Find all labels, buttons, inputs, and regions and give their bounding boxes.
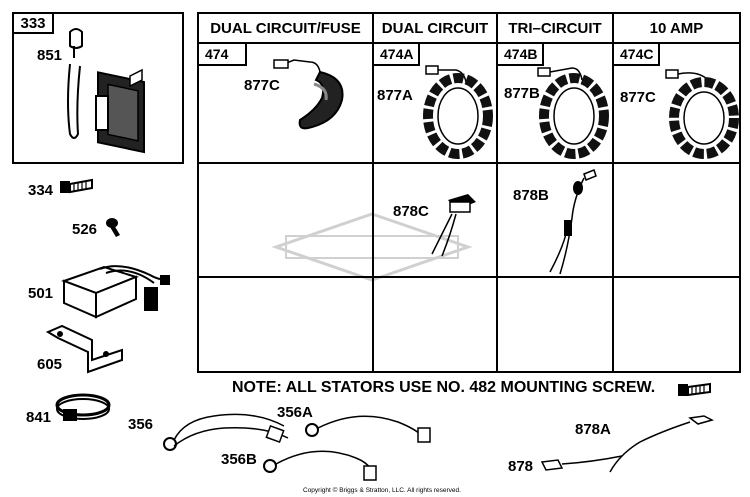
part-526-label: 526 (72, 221, 98, 238)
stator-877b-drawing (537, 67, 609, 159)
harness-878c-label: 878C (393, 203, 429, 220)
stator-877b-label: 877B (504, 85, 540, 102)
column-header-tri-circuit: TRI–CIRCUIT (508, 19, 602, 37)
wire-878-label: 878 (508, 458, 534, 475)
wire-878a-label: 878A (575, 421, 611, 438)
code-474: 474 (197, 42, 247, 66)
table-divider-1 (372, 12, 374, 373)
part-605-label: 605 (37, 356, 63, 373)
cable-356b-drawing (263, 450, 377, 481)
part-851-label: 851 (37, 47, 63, 64)
column-header-dual-circuit-fuse: DUAL CIRCUIT/FUSE (210, 19, 361, 37)
clamp-841-drawing (55, 393, 111, 421)
wire-878-drawing (540, 455, 623, 471)
kit-333-box (12, 12, 184, 164)
table-divider-2 (496, 12, 498, 373)
harness-878b-drawing (549, 169, 597, 275)
cable-356b-label: 356B (221, 451, 257, 468)
table-row-line-1 (197, 162, 741, 164)
copyright-notice: Copyright © Briggs & Stratton, LLC. All … (303, 487, 461, 494)
screw-482-drawing (678, 382, 711, 397)
screw-334-drawing (60, 178, 93, 194)
stator-table (197, 12, 741, 373)
part-841-label: 841 (26, 409, 52, 426)
table-row-line-2 (197, 276, 741, 278)
briggs-stratton-watermark-logo (271, 212, 473, 282)
stator-877c-drawing-2 (665, 69, 739, 159)
cable-356a-drawing (305, 415, 431, 443)
cable-356a-label: 356A (277, 404, 313, 421)
cable-356-drawing (163, 413, 289, 451)
note-mounting-screw: NOTE: ALL STATORS USE NO. 482 MOUNTING S… (232, 379, 656, 396)
table-row-line-header (197, 42, 741, 44)
stator-877a-drawing (423, 65, 493, 159)
screw-526-drawing (106, 218, 120, 237)
code-474b: 474B (496, 42, 544, 66)
stator-877c-drawing-1 (273, 59, 344, 130)
code-474a: 474A (372, 42, 420, 66)
bracket-605-drawing (45, 324, 123, 374)
stator-877c-label-2: 877C (620, 89, 656, 106)
part-334-label: 334 (28, 182, 54, 199)
kit-333-tag: 333 (12, 12, 54, 34)
wire-878a-drawing (609, 415, 715, 473)
part-501-label: 501 (28, 285, 54, 302)
column-header-10-amp: 10 AMP (649, 19, 704, 37)
rectifier-regulator-kit-drawing (67, 28, 145, 154)
harness-878c-drawing (431, 194, 476, 257)
cable-356-label: 356 (128, 416, 154, 433)
stator-877c-label-1: 877C (244, 77, 280, 94)
stator-877a-label: 877A (377, 87, 413, 104)
code-474c: 474C (612, 42, 660, 66)
harness-878b-label: 878B (513, 187, 549, 204)
table-divider-3 (612, 12, 614, 373)
column-header-dual-circuit: DUAL CIRCUIT (381, 19, 489, 37)
regulator-501-drawing (61, 265, 171, 319)
